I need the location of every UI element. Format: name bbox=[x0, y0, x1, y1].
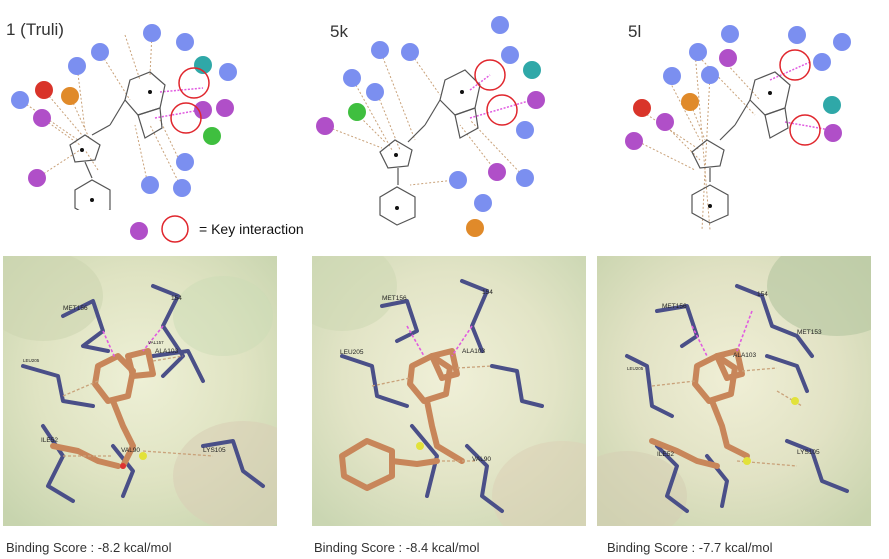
key-interaction-circle bbox=[474, 59, 506, 91]
residue-disc bbox=[33, 109, 51, 127]
key-interaction-circle bbox=[779, 49, 811, 81]
panel-title-2: 5k bbox=[330, 22, 348, 41]
legend: = Key interaction bbox=[125, 215, 304, 243]
binding-pose-2: MET156 154 LEU205 ALA103 VAL90 bbox=[312, 256, 586, 526]
binding-pose-1: MET156 154 VAL157 ALA103 LEU205 ILE52 VA… bbox=[3, 256, 277, 526]
residue-label: LEU205 bbox=[23, 358, 40, 363]
residue-disc bbox=[141, 176, 159, 194]
residue-disc bbox=[701, 66, 719, 84]
residue-disc bbox=[219, 63, 237, 81]
key-interaction-circle bbox=[789, 114, 821, 146]
residue-label: ILE52 bbox=[657, 451, 674, 458]
binding-score-1: Binding Score : -8.2 kcal/mol bbox=[6, 540, 172, 555]
residue-disc bbox=[681, 93, 699, 111]
panel-title-1: 1 (Truli) bbox=[6, 20, 64, 39]
residue-label: 154 bbox=[171, 295, 182, 302]
residue-disc bbox=[28, 169, 46, 187]
residue-disc bbox=[833, 33, 851, 51]
residue-disc bbox=[35, 81, 53, 99]
residue-disc bbox=[216, 99, 234, 117]
residue-disc bbox=[527, 91, 545, 109]
panel-title-3: 5l bbox=[628, 22, 642, 41]
residue-disc bbox=[348, 103, 366, 121]
residue-disc bbox=[719, 49, 737, 67]
residue-disc bbox=[633, 99, 651, 117]
residue-disc bbox=[401, 43, 419, 61]
residue-label: VAL90 bbox=[472, 456, 491, 463]
residue-disc bbox=[173, 179, 191, 197]
binding-pose-3: MET156 154 MET153 ALA103 LEU205 ILE52 LY… bbox=[597, 256, 871, 526]
residue-disc bbox=[523, 61, 541, 79]
residue-disc bbox=[474, 194, 492, 212]
residue-disc bbox=[316, 117, 334, 135]
residue-disc bbox=[143, 24, 161, 42]
residue-disc bbox=[176, 33, 194, 51]
residue-disc bbox=[371, 41, 389, 59]
residue-label: LYS105 bbox=[797, 449, 820, 456]
residue-label: LYS105 bbox=[203, 447, 226, 454]
residue-disc bbox=[625, 132, 643, 150]
key-interaction-circle bbox=[486, 94, 518, 126]
residue-disc bbox=[516, 121, 534, 139]
residue-label: ALA103 bbox=[733, 352, 757, 359]
key-interaction-circle bbox=[178, 67, 210, 99]
residue-disc bbox=[488, 163, 506, 181]
residue-disc bbox=[788, 26, 806, 44]
residue-disc bbox=[449, 171, 467, 189]
residue-disc bbox=[176, 153, 194, 171]
residue-label: LEU205 bbox=[627, 366, 644, 371]
residue-disc bbox=[824, 124, 842, 142]
residue-disc bbox=[721, 25, 739, 43]
legend-markers bbox=[130, 215, 189, 243]
interaction-diagram-2 bbox=[316, 16, 545, 237]
residue-disc bbox=[194, 101, 212, 119]
residue-label: 154 bbox=[482, 289, 493, 296]
residue-label: LEU205 bbox=[340, 349, 364, 356]
key-interaction-circle bbox=[170, 102, 202, 134]
residue-label: ALA103 bbox=[462, 348, 486, 355]
residue-disc bbox=[813, 53, 831, 71]
residue-disc bbox=[343, 69, 361, 87]
residue-disc bbox=[61, 87, 79, 105]
residue-label: MET156 bbox=[63, 305, 88, 312]
residue-disc bbox=[516, 169, 534, 187]
residue-disc bbox=[466, 219, 484, 237]
residue-label: VAL90 bbox=[121, 447, 140, 454]
residue-disc bbox=[68, 57, 86, 75]
interaction-diagram-1 bbox=[11, 24, 237, 210]
binding-score-3: Binding Score : -7.7 kcal/mol bbox=[607, 540, 773, 555]
residue-disc bbox=[491, 16, 509, 34]
residue-label: ILE52 bbox=[41, 437, 58, 444]
residue-label: MET153 bbox=[797, 329, 822, 336]
binding-score-2: Binding Score : -8.4 kcal/mol bbox=[314, 540, 480, 555]
residue-label: MET156 bbox=[382, 295, 407, 302]
residue-disc bbox=[366, 83, 384, 101]
residue-disc bbox=[823, 96, 841, 114]
legend-label: = Key interaction bbox=[199, 221, 304, 237]
residue-disc bbox=[689, 43, 707, 61]
residue-disc bbox=[663, 67, 681, 85]
residue-label: ALA103 bbox=[155, 348, 179, 355]
residue-label: VAL157 bbox=[148, 340, 164, 345]
residue-disc bbox=[501, 46, 519, 64]
residue-disc bbox=[656, 113, 674, 131]
residue-disc bbox=[194, 56, 212, 74]
residue-disc bbox=[91, 43, 109, 61]
residue-disc bbox=[203, 127, 221, 145]
residue-label: MET156 bbox=[662, 303, 687, 310]
residue-label: 154 bbox=[757, 291, 768, 298]
residue-disc bbox=[11, 91, 29, 109]
interaction-diagram-3 bbox=[625, 25, 851, 231]
